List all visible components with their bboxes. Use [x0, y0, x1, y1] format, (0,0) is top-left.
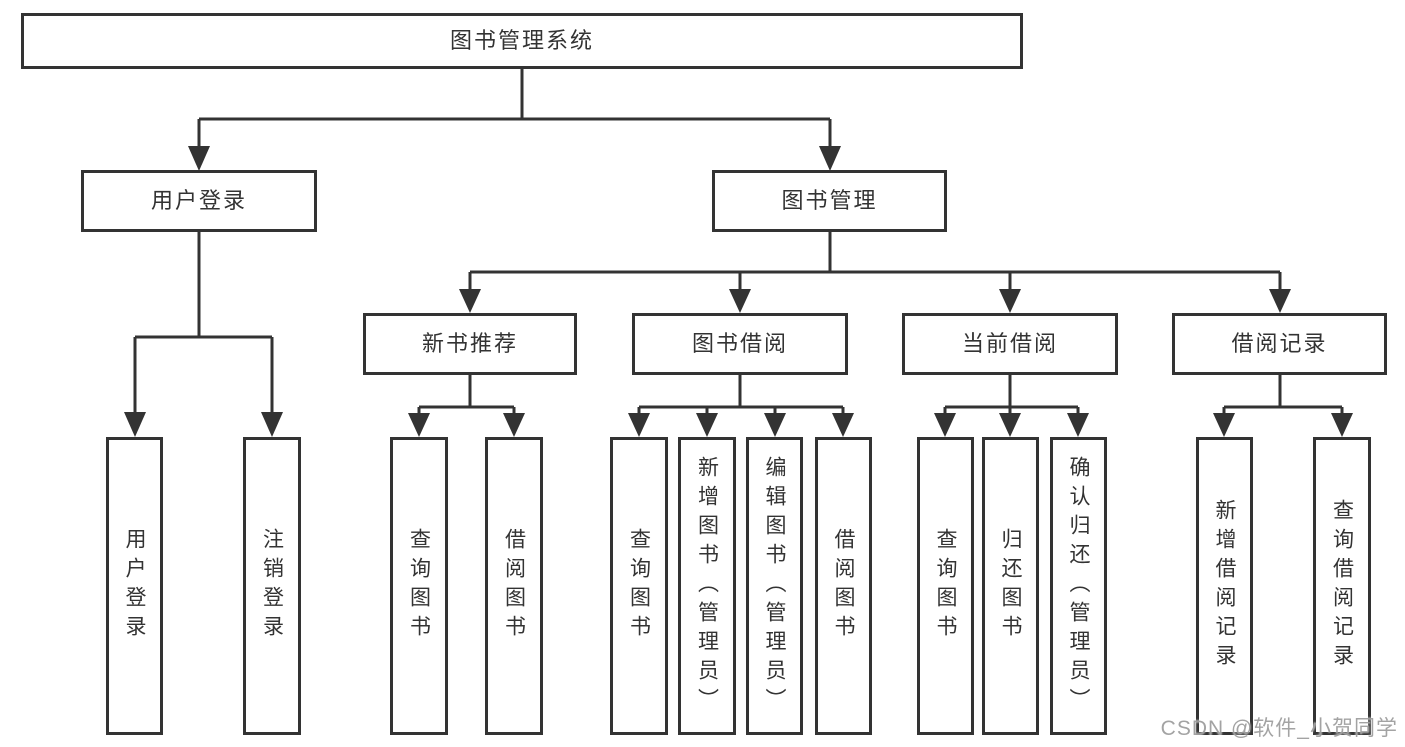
- csdn-watermark: CSDN @软件_小贺同学: [1160, 717, 1398, 740]
- arrowhead: [999, 413, 1021, 437]
- node-label: 归还图书: [999, 528, 1022, 644]
- node-confirm-return-admin: 确认归还（管理员）: [1050, 437, 1107, 735]
- node-label: 图书管理: [781, 188, 878, 213]
- arrowhead: [1213, 413, 1235, 437]
- node-return-books: 归还图书: [982, 437, 1039, 735]
- connector: [133, 232, 274, 414]
- arrowhead: [819, 146, 841, 171]
- arrowhead: [124, 412, 146, 437]
- connector: [417, 375, 516, 415]
- arrowhead: [503, 413, 525, 437]
- node-add-borrow-record: 新增借阅记录: [1196, 437, 1253, 735]
- arrowhead: [832, 413, 854, 437]
- node-library-system: 图书管理系统: [21, 13, 1023, 69]
- node-label: 图书借阅: [691, 331, 788, 356]
- arrowhead: [261, 412, 283, 437]
- arrowhead: [1331, 413, 1353, 437]
- node-query-books: 查询图书: [917, 437, 974, 735]
- node-label: 注销登录: [260, 528, 284, 644]
- connector: [943, 375, 1080, 415]
- node-label: 借阅图书: [832, 528, 855, 644]
- node-logout: 注销登录: [243, 437, 301, 735]
- node-label: 新书推荐: [421, 331, 518, 356]
- connector: [468, 232, 1282, 291]
- node-query-borrow-record: 查询借阅记录: [1313, 437, 1371, 735]
- node-label: 新增借阅记录: [1213, 499, 1236, 673]
- arrowhead: [459, 289, 481, 313]
- node-label: 借阅图书: [502, 528, 526, 644]
- arrowhead: [1269, 289, 1291, 313]
- node-borrowing-records: 借阅记录: [1172, 313, 1387, 375]
- arrowhead: [999, 289, 1021, 313]
- connector: [197, 69, 832, 148]
- node-borrow-books: 借阅图书: [485, 437, 543, 735]
- arrowhead: [696, 413, 718, 437]
- node-label: 查询借阅记录: [1330, 499, 1354, 673]
- node-user-login-leaf: 用户登录: [106, 437, 163, 735]
- node-edit-books-admin: 编辑图书（管理员）: [746, 437, 803, 735]
- arrowhead: [729, 289, 751, 313]
- node-label: 用户登录: [123, 528, 146, 644]
- node-query-books: 查询图书: [610, 437, 668, 735]
- arrowhead: [934, 413, 956, 437]
- node-label: 借阅记录: [1231, 331, 1328, 356]
- node-new-book-recommend: 新书推荐: [363, 313, 577, 375]
- arrowhead: [408, 413, 430, 437]
- node-label: 确认归还（管理员）: [1067, 455, 1090, 717]
- arrowhead: [628, 413, 650, 437]
- node-label: 查询图书: [407, 528, 431, 644]
- arrowhead: [1067, 413, 1089, 437]
- node-user-login: 用户登录: [81, 170, 317, 232]
- arrowhead: [764, 413, 786, 437]
- node-book-management: 图书管理: [712, 170, 947, 232]
- node-book-borrowing: 图书借阅: [632, 313, 848, 375]
- connector: [637, 375, 845, 415]
- connector: [1222, 375, 1344, 415]
- node-label: 查询图书: [934, 528, 957, 644]
- node-current-borrowing: 当前借阅: [902, 313, 1118, 375]
- node-label: 编辑图书（管理员）: [763, 455, 786, 717]
- arrowhead: [188, 146, 210, 171]
- node-label: 查询图书: [627, 528, 651, 644]
- node-add-books-admin: 新增图书（管理员）: [678, 437, 736, 735]
- node-label: 新增图书（管理员）: [695, 455, 719, 717]
- node-label: 图书管理系统: [449, 28, 594, 53]
- node-query-books: 查询图书: [390, 437, 448, 735]
- node-label: 当前借阅: [961, 331, 1058, 356]
- node-borrow-books: 借阅图书: [815, 437, 872, 735]
- node-label: 用户登录: [150, 188, 247, 213]
